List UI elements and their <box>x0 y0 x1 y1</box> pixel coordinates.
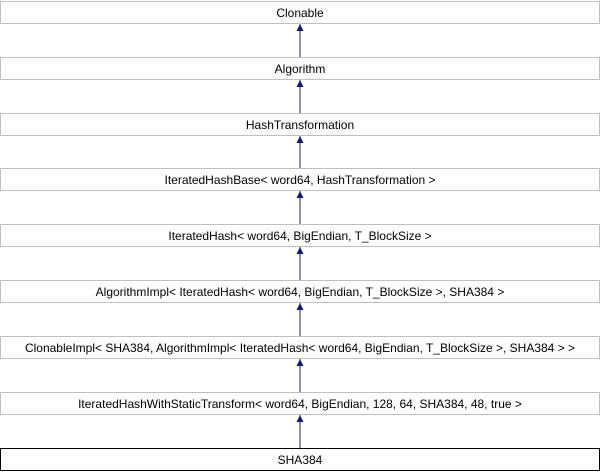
class-node-clonable-impl[interactable]: ClonableImpl< SHA384, AlgorithmImpl< Ite… <box>0 336 600 359</box>
class-node-sha384[interactable]: SHA384 <box>0 448 600 471</box>
class-node-label: ClonableImpl< SHA384, AlgorithmImpl< Ite… <box>25 341 575 355</box>
class-node-algorithm-impl[interactable]: AlgorithmImpl< IteratedHash< word64, Big… <box>0 280 600 303</box>
class-node-label: IteratedHashBase< word64, HashTransforma… <box>164 173 435 187</box>
class-node-iterated-hash-base[interactable]: IteratedHashBase< word64, HashTransforma… <box>0 168 600 191</box>
class-node-algorithm[interactable]: Algorithm <box>0 57 600 80</box>
class-node-label: IteratedHash< word64, BigEndian, T_Block… <box>168 229 431 243</box>
class-node-label: Algorithm <box>275 62 326 76</box>
class-node-label: AlgorithmImpl< IteratedHash< word64, Big… <box>96 285 505 299</box>
class-node-hash-transformation[interactable]: HashTransformation <box>0 113 600 136</box>
class-node-iterated-hash[interactable]: IteratedHash< word64, BigEndian, T_Block… <box>0 224 600 247</box>
class-node-label: SHA384 <box>278 453 323 467</box>
class-node-label: HashTransformation <box>246 118 354 132</box>
class-node-label: Clonable <box>276 6 324 20</box>
class-node-clonable[interactable]: Clonable <box>0 1 600 24</box>
class-node-label: IteratedHashWithStaticTransform< word64,… <box>78 397 522 411</box>
class-node-iterated-hash-static[interactable]: IteratedHashWithStaticTransform< word64,… <box>0 392 600 415</box>
